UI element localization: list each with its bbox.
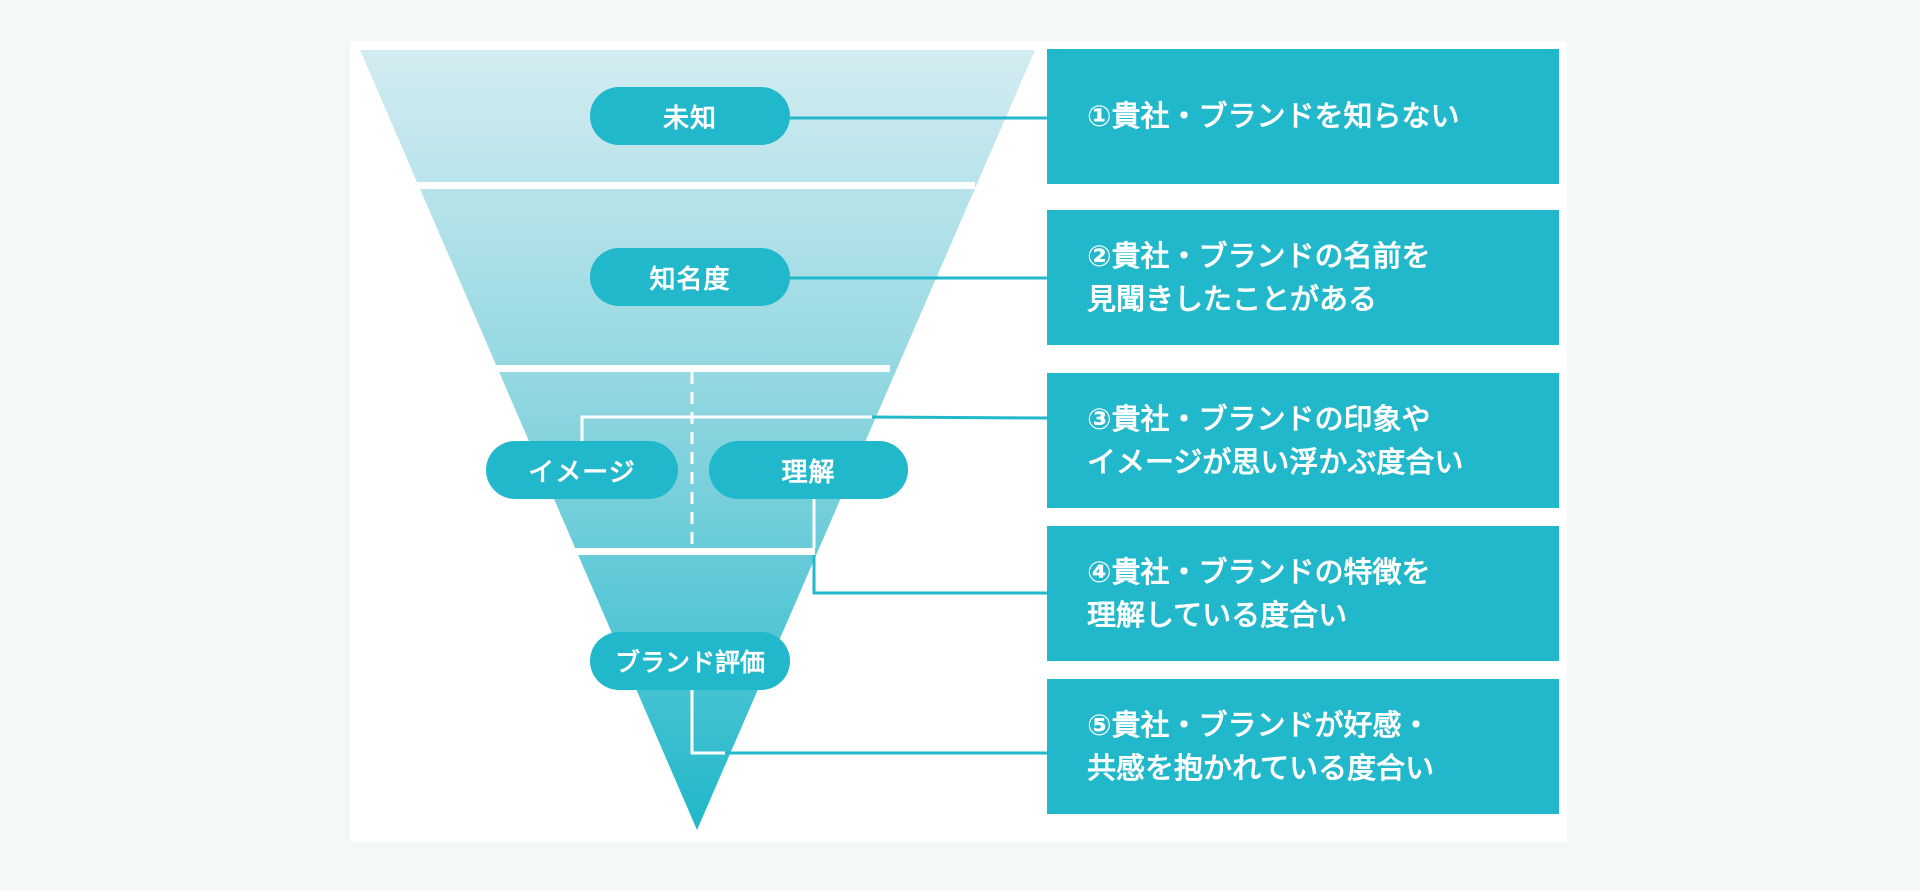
stage-label: イメージ (528, 457, 636, 488)
description-line: 理解している度合い (1087, 597, 1348, 632)
description-line: ③貴社・ブランドの印象や (1087, 401, 1431, 436)
stage-label: 知名度 (649, 264, 731, 295)
stage-pill-awareness: 知名度 (590, 248, 790, 306)
stage-pill-brand-evaluation: ブランド評価 (590, 632, 790, 690)
description-box-5: ⑤貴社・ブランドが好感・ 共感を抱かれている度合い (1047, 679, 1559, 814)
band-divider (560, 548, 815, 555)
description-line: ①貴社・ブランドを知らない (1087, 99, 1460, 133)
connector-line-4 (812, 555, 1047, 595)
description-line: 共感を抱かれている度合い (1087, 750, 1435, 785)
description-box-1: ①貴社・ブランドを知らない (1047, 49, 1559, 184)
stage-pill-image: イメージ (486, 441, 678, 499)
stage-label: ブランド評価 (614, 648, 765, 677)
description-line: ④貴社・ブランドの特徴を (1087, 554, 1431, 589)
description-box-3: ③貴社・ブランドの印象や イメージが思い浮かぶ度合い (1047, 373, 1559, 508)
description-line: イメージが思い浮かぶ度合い (1087, 444, 1464, 479)
stage-pill-unknown: 未知 (590, 87, 790, 145)
band-divider (480, 365, 890, 372)
band-divider (400, 182, 975, 189)
connector-line-5-white (690, 690, 725, 755)
stage-label: 理解 (781, 457, 836, 488)
description-box-2: ②貴社・ブランドの名前を 見聞きしたことがある (1047, 210, 1559, 345)
connector-line-3-bracket (580, 415, 872, 441)
stage-label: 未知 (662, 103, 717, 134)
funnel-shape (360, 50, 1035, 830)
description-line: ②貴社・ブランドの名前を (1087, 238, 1431, 273)
stage-pill-understanding: 理解 (709, 441, 908, 499)
description-line: 見聞きしたことがある (1087, 281, 1378, 316)
description-line: ⑤貴社・ブランドが好感・ (1087, 707, 1431, 742)
connector-line-3 (871, 415, 1048, 420)
description-box-4: ④貴社・ブランドの特徴を 理解している度合い (1047, 526, 1559, 661)
